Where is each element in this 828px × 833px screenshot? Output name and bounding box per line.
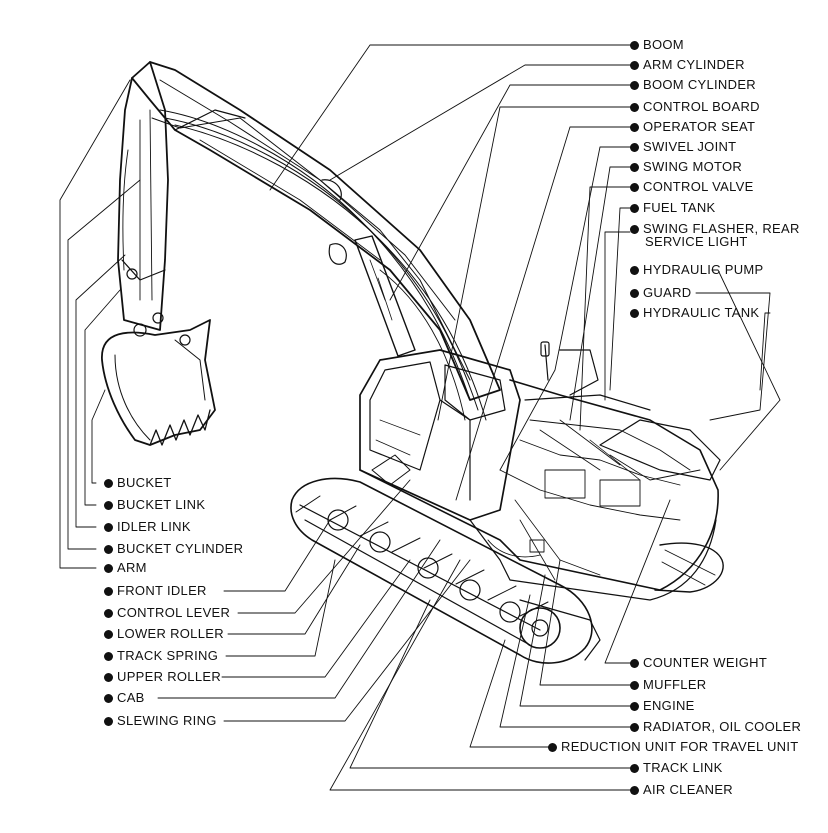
label-boom-cylinder: BOOM CYLINDER: [630, 78, 756, 92]
bullet-icon: [630, 786, 639, 795]
label-fuel-tank: FUEL TANK: [630, 201, 716, 215]
label-bucket: BUCKET: [104, 476, 172, 490]
label-bucket-link: BUCKET LINK: [104, 498, 205, 512]
bullet-icon: [104, 609, 113, 618]
label-control-lever: CONTROL LEVER: [104, 606, 230, 620]
bullet-icon: [630, 289, 639, 298]
bullet-icon: [630, 764, 639, 773]
label-control-board: CONTROL BOARD: [630, 100, 760, 114]
bullet-icon: [104, 630, 113, 639]
bullet-icon: [630, 309, 639, 318]
label-slewing-ring: SLEWING RING: [104, 714, 217, 728]
bullet-icon: [630, 81, 639, 90]
label-hydraulic-tank: HYDRAULIC TANK: [630, 306, 759, 320]
label-idler-link: IDLER LINK: [104, 520, 191, 534]
label-service-light: SERVICE LIGHT: [645, 234, 748, 249]
bullet-icon: [630, 702, 639, 711]
label-cab: CAB: [104, 691, 145, 705]
bucket-outline: [101, 319, 216, 446]
label-air-cleaner: AIR CLEANER: [630, 783, 733, 797]
bullet-icon: [630, 723, 639, 732]
label-hydraulic-pump: HYDRAULIC PUMP: [630, 263, 764, 277]
bullet-icon: [104, 479, 113, 488]
bullet-icon: [630, 266, 639, 275]
bullet-icon: [630, 183, 639, 192]
label-track-spring: TRACK SPRING: [104, 649, 218, 663]
bullet-icon: [104, 523, 113, 532]
label-boom: BOOM: [630, 38, 684, 52]
bullet-icon: [104, 545, 113, 554]
label-swing-motor: SWING MOTOR: [630, 160, 742, 174]
label-arm: ARM: [104, 561, 147, 575]
bullet-icon: [104, 717, 113, 726]
label-engine: ENGINE: [630, 699, 695, 713]
label-operator-seat: OPERATOR SEAT: [630, 120, 755, 134]
bullet-icon: [630, 123, 639, 132]
bullet-icon: [104, 694, 113, 703]
label-lower-roller: LOWER ROLLER: [104, 627, 224, 641]
bullet-icon: [630, 681, 639, 690]
bullet-icon: [104, 564, 113, 573]
bullet-icon: [104, 501, 113, 510]
bullet-icon: [630, 163, 639, 172]
label-radiator: RADIATOR, OIL COOLER: [630, 720, 801, 734]
label-front-idler: FRONT IDLER: [104, 584, 207, 598]
upper-structure: [359, 341, 721, 601]
bullet-icon: [630, 225, 639, 234]
cab-outline: [359, 349, 521, 521]
label-counter-weight: COUNTER WEIGHT: [630, 656, 767, 670]
bullet-icon: [630, 41, 639, 50]
label-upper-roller: UPPER ROLLER: [104, 670, 221, 684]
leader-lines-left: [59, 79, 471, 722]
bullet-icon: [104, 652, 113, 661]
bullet-icon: [630, 659, 639, 668]
label-swivel-joint: SWIVEL JOINT: [630, 140, 736, 154]
bullet-icon: [630, 143, 639, 152]
label-track-link: TRACK LINK: [630, 761, 723, 775]
boom-outline: [131, 61, 501, 401]
bullet-icon: [630, 204, 639, 213]
bullet-icon: [630, 103, 639, 112]
bullet-icon: [104, 587, 113, 596]
label-reduction-unit: REDUCTION UNIT FOR TRAVEL UNIT: [548, 740, 798, 754]
bullet-icon: [548, 743, 557, 752]
bullet-icon: [630, 61, 639, 70]
track-assembly: [290, 477, 724, 664]
boom-cylinder-outline: [159, 109, 487, 421]
arm-outline: [117, 61, 169, 331]
leader-lines-right: [269, 44, 781, 791]
label-arm-cylinder: ARM CYLINDER: [630, 58, 745, 72]
bullet-icon: [104, 673, 113, 682]
label-muffler: MUFFLER: [630, 678, 707, 692]
label-control-valve: CONTROL VALVE: [630, 180, 754, 194]
label-swing-flasher: SWING FLASHER, REAR: [630, 222, 800, 236]
label-guard: GUARD: [630, 286, 691, 300]
label-bucket-cylinder: BUCKET CYLINDER: [104, 542, 243, 556]
